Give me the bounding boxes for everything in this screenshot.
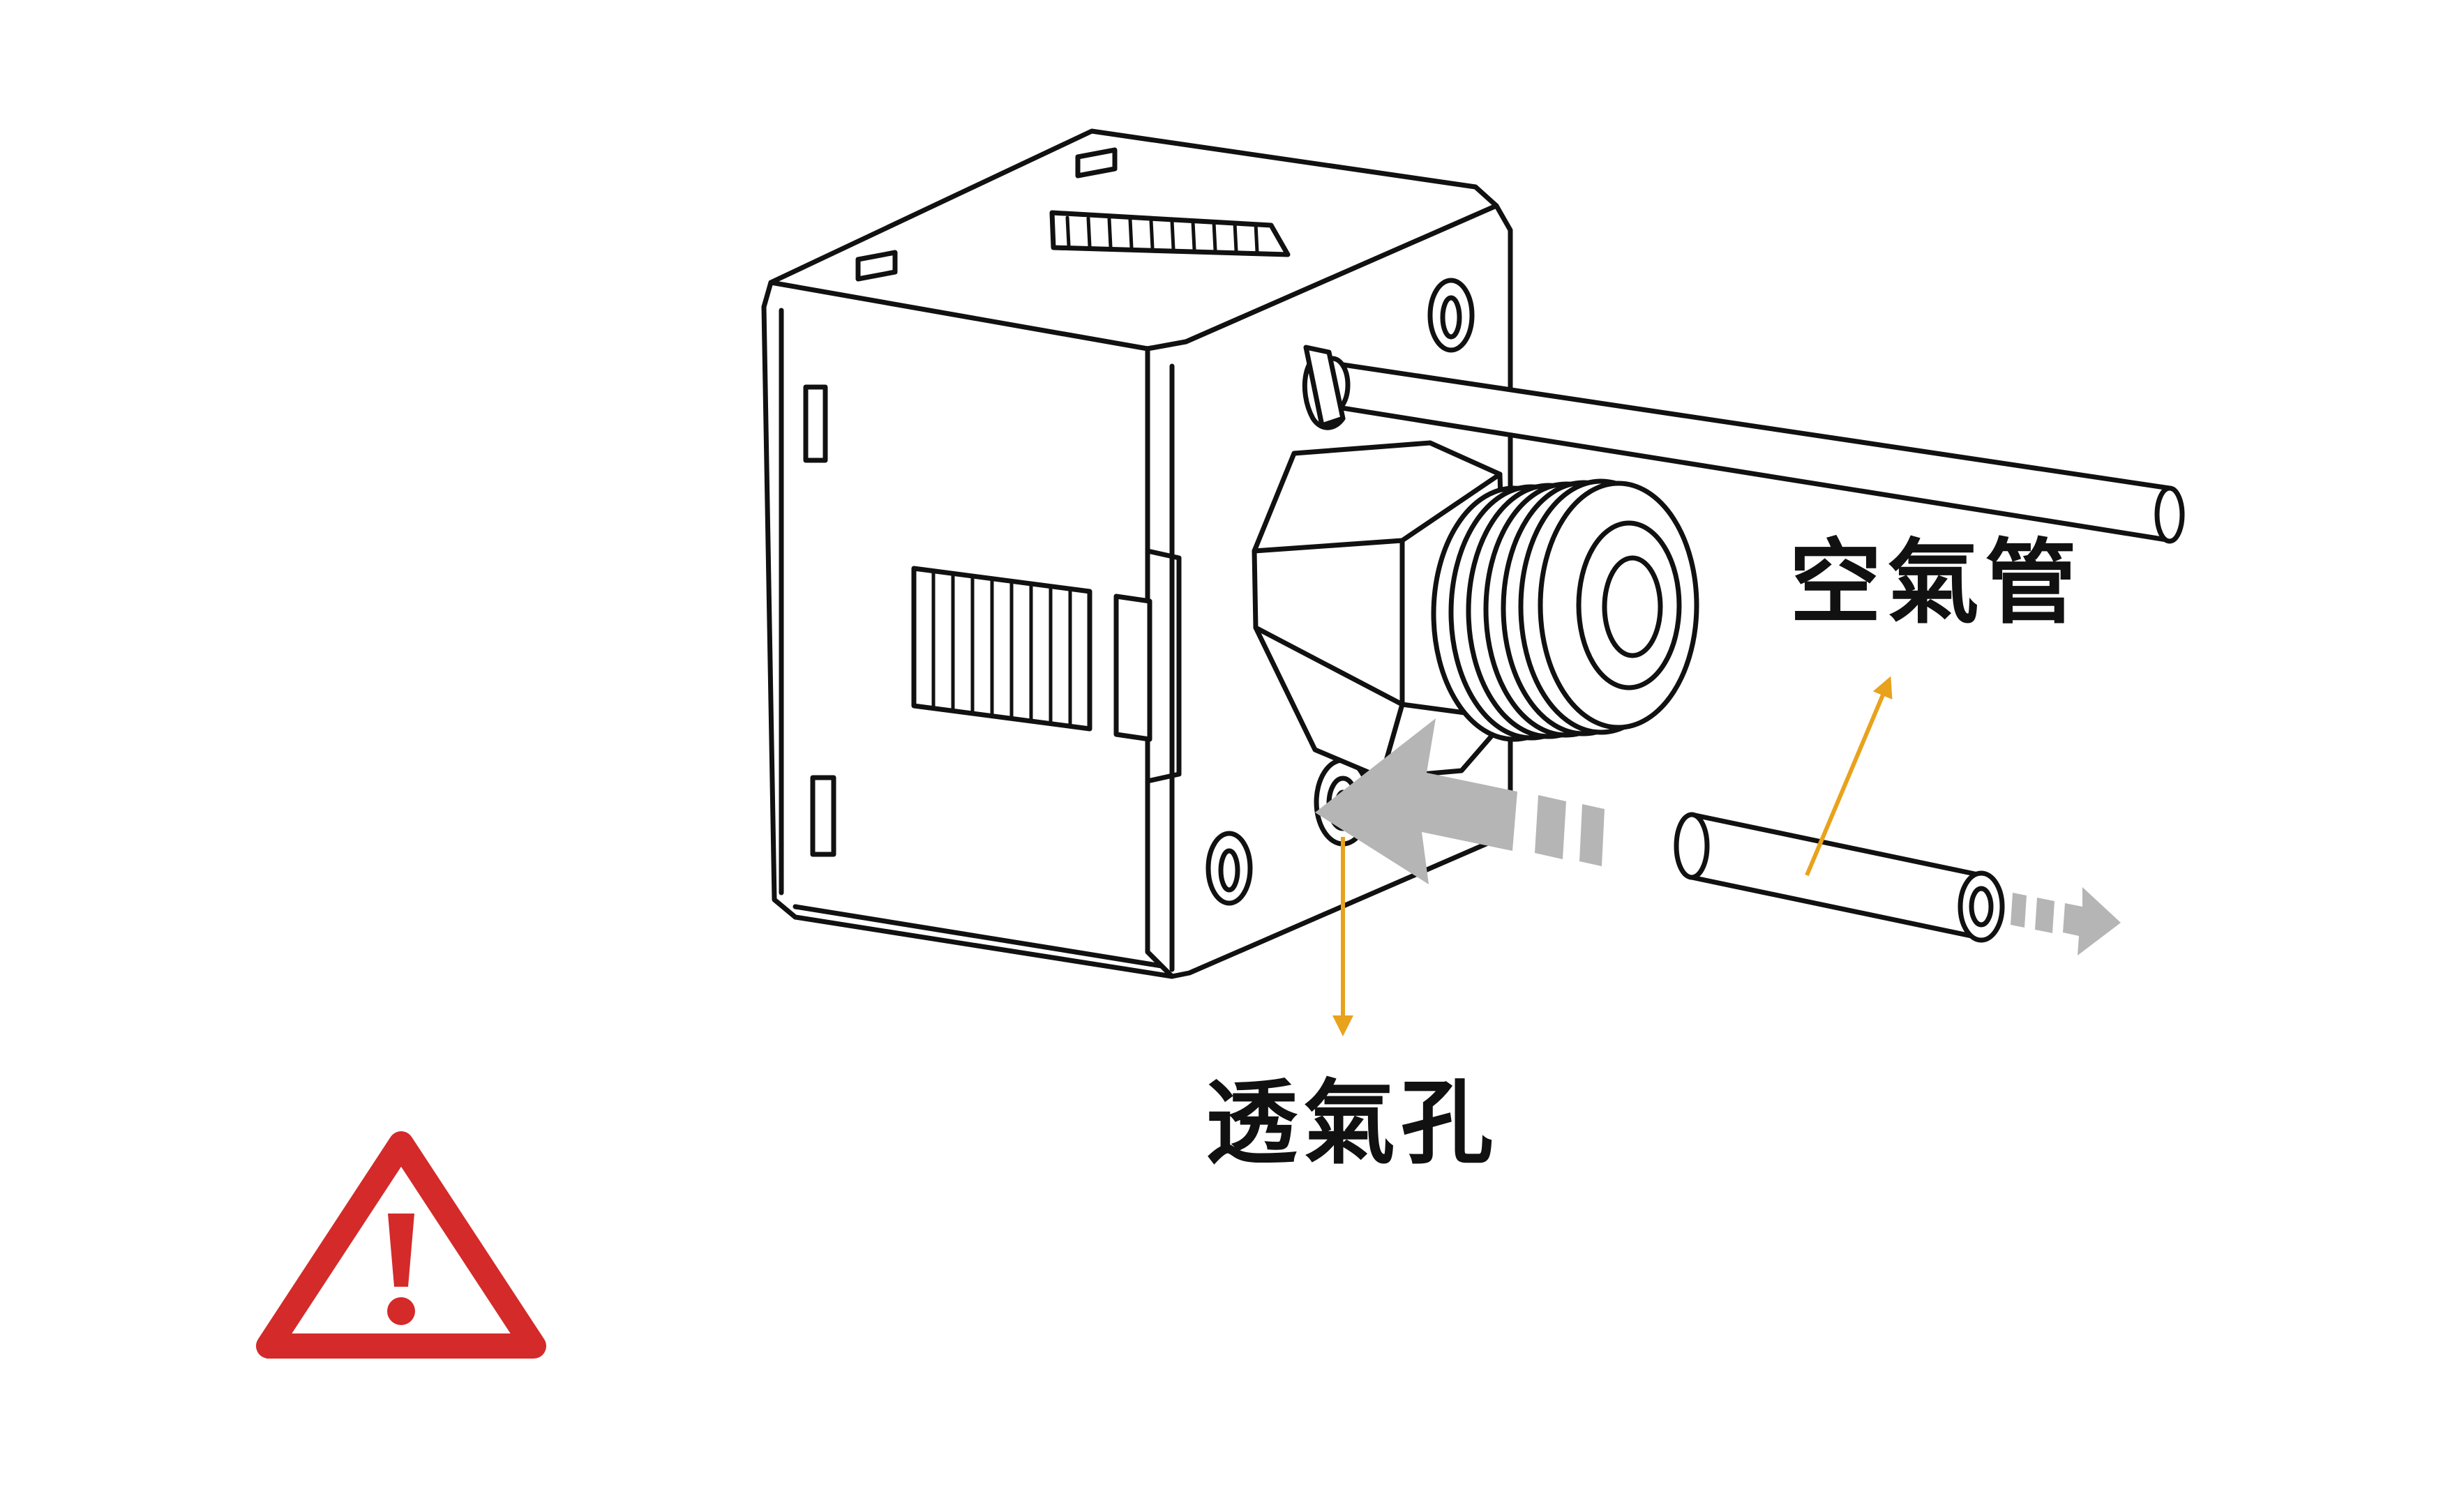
threaded-fitting — [1431, 478, 1699, 742]
air-tube — [1302, 345, 2185, 544]
short-tube — [1674, 812, 2005, 943]
vent-hole-label: 透氣孔 — [1205, 1070, 1498, 1177]
air-tube-callout-arrow — [1805, 676, 1893, 877]
insert-arrow — [1315, 718, 1517, 884]
exit-arrow — [2011, 887, 2121, 955]
mounting-holes — [1205, 278, 1475, 906]
callout-arrows — [1332, 676, 1893, 1036]
top-face-details — [855, 147, 1291, 282]
side-face-details — [803, 384, 1152, 857]
flow-arrows — [1315, 718, 2121, 955]
air-tube-label: 空氣管 — [1789, 529, 2082, 637]
warning-triangle-icon — [256, 1131, 546, 1359]
